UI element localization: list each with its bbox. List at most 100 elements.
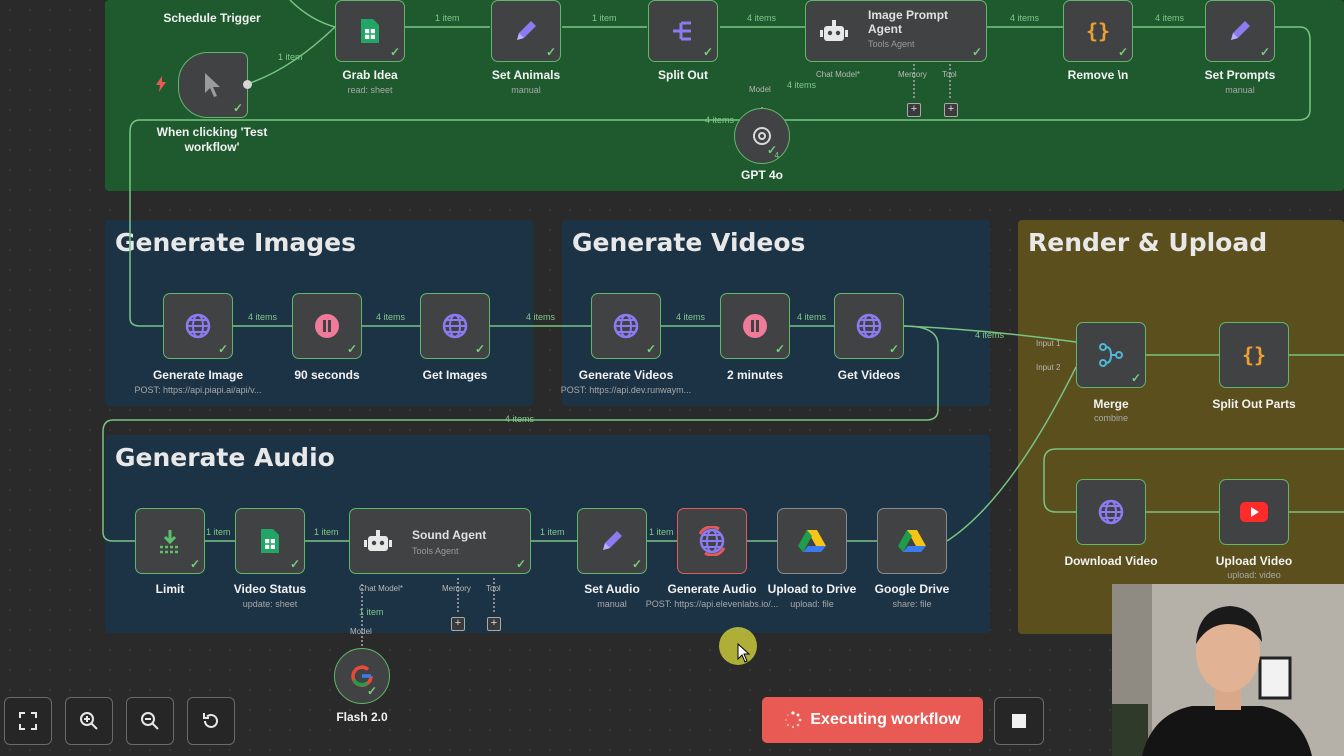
wait-90-seconds-node[interactable]: ✓: [292, 293, 362, 359]
set-prompts-node[interactable]: ✓: [1205, 0, 1275, 62]
presenter-video: [1112, 584, 1344, 756]
svg-text:{}: {}: [1086, 19, 1110, 43]
flash-model-node[interactable]: ✓: [334, 648, 390, 704]
node-label: Generate Image: [152, 368, 244, 382]
zoom-in-button[interactable]: [65, 697, 113, 745]
set-animals-node[interactable]: ✓: [491, 0, 561, 62]
success-check-icon: ✓: [515, 557, 526, 571]
split-out-node[interactable]: ✓: [648, 0, 718, 62]
node-label: Limit: [155, 582, 185, 596]
remove-n-node[interactable]: {} ✓: [1063, 0, 1133, 62]
section-title: Render & Upload: [1028, 228, 1268, 257]
edge-label: 4 items: [787, 80, 817, 90]
split-out-parts-node[interactable]: {}: [1219, 322, 1289, 388]
webcam-overlay: [1112, 584, 1344, 756]
edge-label: 4 items: [676, 312, 706, 322]
grab-idea-node[interactable]: ✓: [335, 0, 405, 62]
svg-text:{}: {}: [1242, 343, 1266, 367]
zoom-out-button[interactable]: [126, 697, 174, 745]
wait-2-minutes-node[interactable]: ✓: [720, 293, 790, 359]
edge-label: 4 items: [526, 312, 556, 322]
sheets-icon: [261, 529, 279, 553]
add-memory-button[interactable]: +: [907, 103, 921, 117]
split-icon: [673, 21, 691, 41]
node-label: Get Images: [422, 368, 488, 382]
executing-workflow-button[interactable]: Executing workflow: [762, 697, 983, 743]
run-count: 4: [774, 151, 779, 160]
memory-label: Memory: [898, 70, 927, 79]
generate-image-node[interactable]: ✓: [163, 293, 233, 359]
pencil-icon: [603, 531, 622, 550]
set-audio-node[interactable]: ✓: [577, 508, 647, 574]
node-label: Upload to Drive: [767, 582, 857, 596]
edge-label: 1 item: [540, 527, 565, 537]
node-label: Upload Video: [1215, 554, 1293, 568]
spinner-icon: [785, 711, 802, 729]
node-label: GPT 4o: [740, 168, 783, 182]
node-subtitle: Tools Agent: [868, 39, 915, 49]
add-tool-button[interactable]: +: [487, 617, 501, 631]
success-check-icon: ✓: [217, 342, 228, 356]
generate-videos-node[interactable]: ✓: [591, 293, 661, 359]
gpt4o-node[interactable]: ✓ 4: [734, 108, 790, 164]
node-label: Video Status: [233, 582, 307, 596]
globe-icon: [442, 313, 468, 339]
edge-label: 1 item: [359, 607, 384, 617]
fit-view-button[interactable]: [4, 697, 52, 745]
node-label: Schedule Trigger: [163, 11, 261, 25]
execute-label: Executing workflow: [810, 711, 961, 728]
upload-video-node[interactable]: [1219, 479, 1289, 545]
get-images-node[interactable]: ✓: [420, 293, 490, 359]
google-drive-node[interactable]: [877, 508, 947, 574]
node-subtitle: combine: [1093, 413, 1129, 423]
node-label: Split Out Parts: [1212, 397, 1296, 411]
node-subtitle: manual: [597, 599, 627, 609]
success-check-icon: ✓: [774, 342, 785, 356]
input-2-label: Input 2: [1036, 363, 1061, 372]
node-label: Generate Audio: [667, 582, 757, 596]
globe-icon: [856, 313, 882, 339]
node-label: Remove \n: [1067, 68, 1129, 82]
sound-agent-node[interactable]: Sound Agent Tools Agent ✓: [349, 508, 531, 574]
input-1-label: Input 1: [1036, 339, 1061, 348]
stop-icon: [1012, 714, 1026, 728]
edge-label: 1 item: [314, 527, 339, 537]
fit-view-icon: [19, 712, 37, 730]
download-video-node[interactable]: [1076, 479, 1146, 545]
upload-to-drive-node[interactable]: [777, 508, 847, 574]
get-videos-node[interactable]: ✓: [834, 293, 904, 359]
section-title: Generate Videos: [572, 228, 806, 257]
node-subtitle: POST: https://api.dev.runwaym...: [560, 385, 692, 395]
merge-node[interactable]: ✓: [1076, 322, 1146, 388]
success-check-icon: ✓: [631, 557, 642, 571]
success-check-icon: ✓: [189, 557, 200, 571]
manual-trigger-node[interactable]: ✓: [178, 52, 248, 118]
node-label: Flash 2.0: [336, 710, 388, 724]
image-prompt-agent-node[interactable]: Image Prompt Agent Tools Agent ✓: [805, 0, 987, 62]
limit-node[interactable]: ✓: [135, 508, 205, 574]
node-label: Generate Videos: [578, 368, 674, 382]
reset-zoom-button[interactable]: [187, 697, 235, 745]
edge-label: 1 item: [278, 52, 303, 62]
edge-label: 4 items: [975, 330, 1005, 340]
edge-label: 4 items: [248, 312, 278, 322]
stop-execution-button[interactable]: [994, 697, 1044, 745]
cursor-icon: [205, 73, 220, 97]
edge-label: 4 items: [705, 115, 735, 125]
generate-audio-node[interactable]: [677, 508, 747, 574]
braces-icon: {}: [1242, 343, 1266, 367]
add-tool-button[interactable]: +: [944, 103, 958, 117]
add-memory-button[interactable]: +: [451, 617, 465, 631]
robot-icon: [364, 530, 392, 551]
model-label: Model: [749, 85, 771, 94]
edge-label: 4 items: [376, 312, 406, 322]
node-subtitle: share: file: [892, 599, 932, 609]
edge-label: 4 items: [505, 414, 535, 424]
edge-label: 4 items: [747, 13, 777, 23]
video-status-node[interactable]: ✓: [235, 508, 305, 574]
node-label: 2 minutes: [726, 368, 783, 382]
node-subtitle: manual: [511, 85, 541, 95]
node-label: Split Out: [658, 68, 708, 82]
success-check-icon: ✓: [971, 45, 982, 59]
